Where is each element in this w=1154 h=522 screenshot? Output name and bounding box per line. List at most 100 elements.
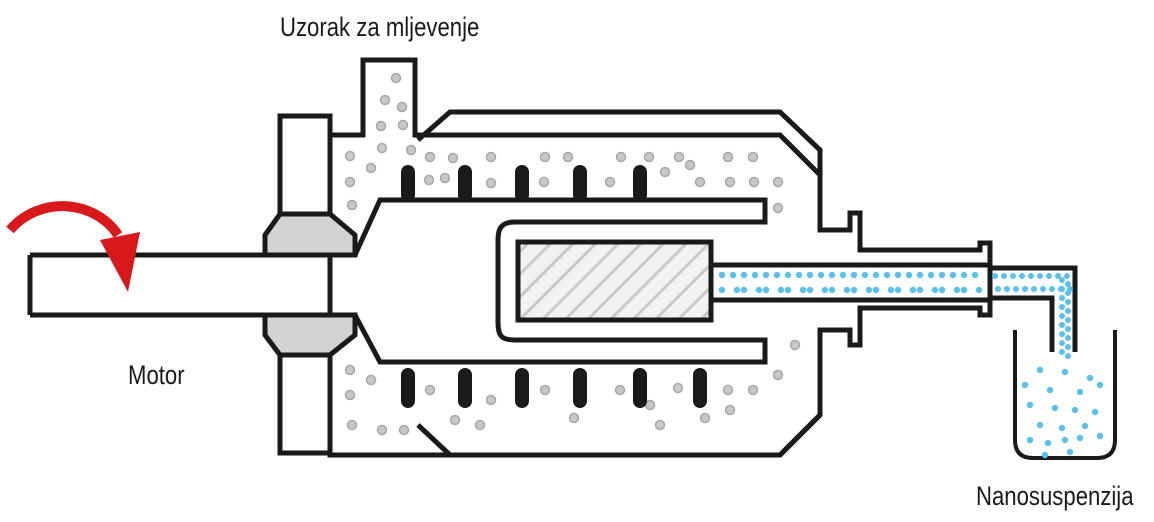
grinding-bead — [424, 384, 436, 396]
grinding-beads — [344, 72, 801, 436]
grinding-bead — [344, 364, 356, 376]
nanoparticle — [909, 286, 917, 294]
grinding-bead — [615, 151, 627, 163]
grinding-bead — [344, 176, 356, 188]
nanoparticle — [975, 286, 983, 294]
rotor-pins — [401, 165, 707, 408]
nanoparticle — [1059, 331, 1065, 337]
nanoparticle — [1049, 286, 1055, 292]
nanoparticle — [733, 286, 741, 294]
nanoparticle — [1059, 304, 1065, 310]
nanoparticle — [1046, 386, 1054, 394]
nanoparticle — [1059, 277, 1065, 283]
nanoparticle — [1065, 308, 1071, 314]
nanoparticle — [1061, 436, 1069, 444]
grinding-bead — [539, 384, 551, 396]
nanoparticle — [1013, 286, 1019, 292]
nanoparticle — [1065, 281, 1071, 287]
grinding-bead — [365, 374, 377, 386]
grinding-bead — [604, 176, 616, 188]
nanoparticle — [1076, 388, 1084, 396]
nanoparticle — [1086, 374, 1094, 382]
nanoparticle — [960, 286, 968, 294]
nanoparticle — [1026, 401, 1034, 409]
rotor-pin — [633, 165, 647, 202]
sample-input-label: Uzorak za mljevenje — [280, 12, 480, 42]
rotor-pin — [458, 165, 472, 202]
nanoparticle — [762, 271, 770, 279]
grinding-bead — [346, 419, 358, 431]
outlet-pipe — [990, 265, 1078, 352]
nanoparticle — [718, 271, 726, 279]
motor-label: Motor — [128, 360, 185, 390]
arrowhead-icon — [100, 232, 140, 292]
grinding-bead — [747, 151, 759, 163]
nanoparticle — [777, 286, 785, 294]
grinding-bead — [376, 142, 388, 154]
grinding-bead — [375, 120, 387, 132]
grinding-bead — [772, 202, 784, 214]
grinding-bead — [344, 389, 356, 401]
grinding-bead — [474, 419, 486, 431]
grinding-bead — [789, 339, 801, 351]
rotor-pin — [633, 368, 647, 408]
grinding-bead — [485, 394, 497, 406]
grinding-bead — [722, 384, 734, 396]
rotor-pin — [401, 165, 415, 202]
grinding-bead — [538, 176, 550, 188]
grinding-bead — [722, 151, 734, 163]
nanoparticle — [995, 286, 1001, 292]
nanoparticle — [1096, 432, 1104, 440]
grinding-bead — [673, 151, 685, 163]
grinding-bead — [398, 424, 410, 436]
coupling-bottom — [262, 312, 358, 358]
nanoparticle — [1058, 424, 1066, 432]
nanoparticle — [1036, 421, 1044, 429]
grinding-bead — [396, 101, 408, 113]
nanoparticle — [931, 286, 939, 294]
nanoparticle — [916, 286, 924, 294]
nanoparticle — [927, 271, 935, 279]
grinding-bead — [568, 412, 580, 424]
grinding-bead — [397, 119, 409, 131]
grinding-bead — [346, 199, 358, 211]
nanoparticle — [1065, 344, 1071, 350]
rotor-pin — [458, 368, 472, 408]
nanoparticle — [1065, 317, 1071, 323]
nanoparticle — [850, 286, 858, 294]
grinding-bead — [699, 412, 711, 424]
grinding-bead — [684, 159, 696, 171]
output-label: Nanosuspenzija — [976, 481, 1134, 511]
nanoparticle — [883, 271, 891, 279]
nanoparticle — [806, 286, 814, 294]
nanoparticle — [784, 271, 792, 279]
nanoparticle — [1021, 381, 1029, 389]
nanoparticle — [762, 286, 770, 294]
nanoparticle — [1022, 286, 1028, 292]
beaker — [1013, 330, 1117, 460]
nanoparticle — [992, 273, 998, 279]
nanoparticle — [1059, 286, 1065, 292]
nanoparticle — [1001, 273, 1007, 279]
nanoparticle — [938, 286, 946, 294]
nanoparticle — [1065, 290, 1071, 296]
grinding-bead — [747, 384, 759, 396]
outlet-channel — [711, 262, 990, 303]
nanoparticle — [828, 271, 836, 279]
nanoparticle — [1059, 322, 1065, 328]
grinding-bead — [694, 176, 706, 188]
grinding-bead — [424, 151, 436, 163]
nanoparticle — [1059, 340, 1065, 346]
nanoparticle — [795, 271, 803, 279]
rotor-pin — [573, 368, 587, 408]
nanoparticle — [1064, 273, 1070, 279]
nanoparticle — [872, 271, 880, 279]
nanoparticle — [755, 286, 763, 294]
rotor — [352, 197, 768, 365]
nanoparticle — [1041, 451, 1049, 459]
nanoparticle — [1061, 368, 1069, 376]
nanoparticle — [740, 271, 748, 279]
nanoparticle — [799, 286, 807, 294]
